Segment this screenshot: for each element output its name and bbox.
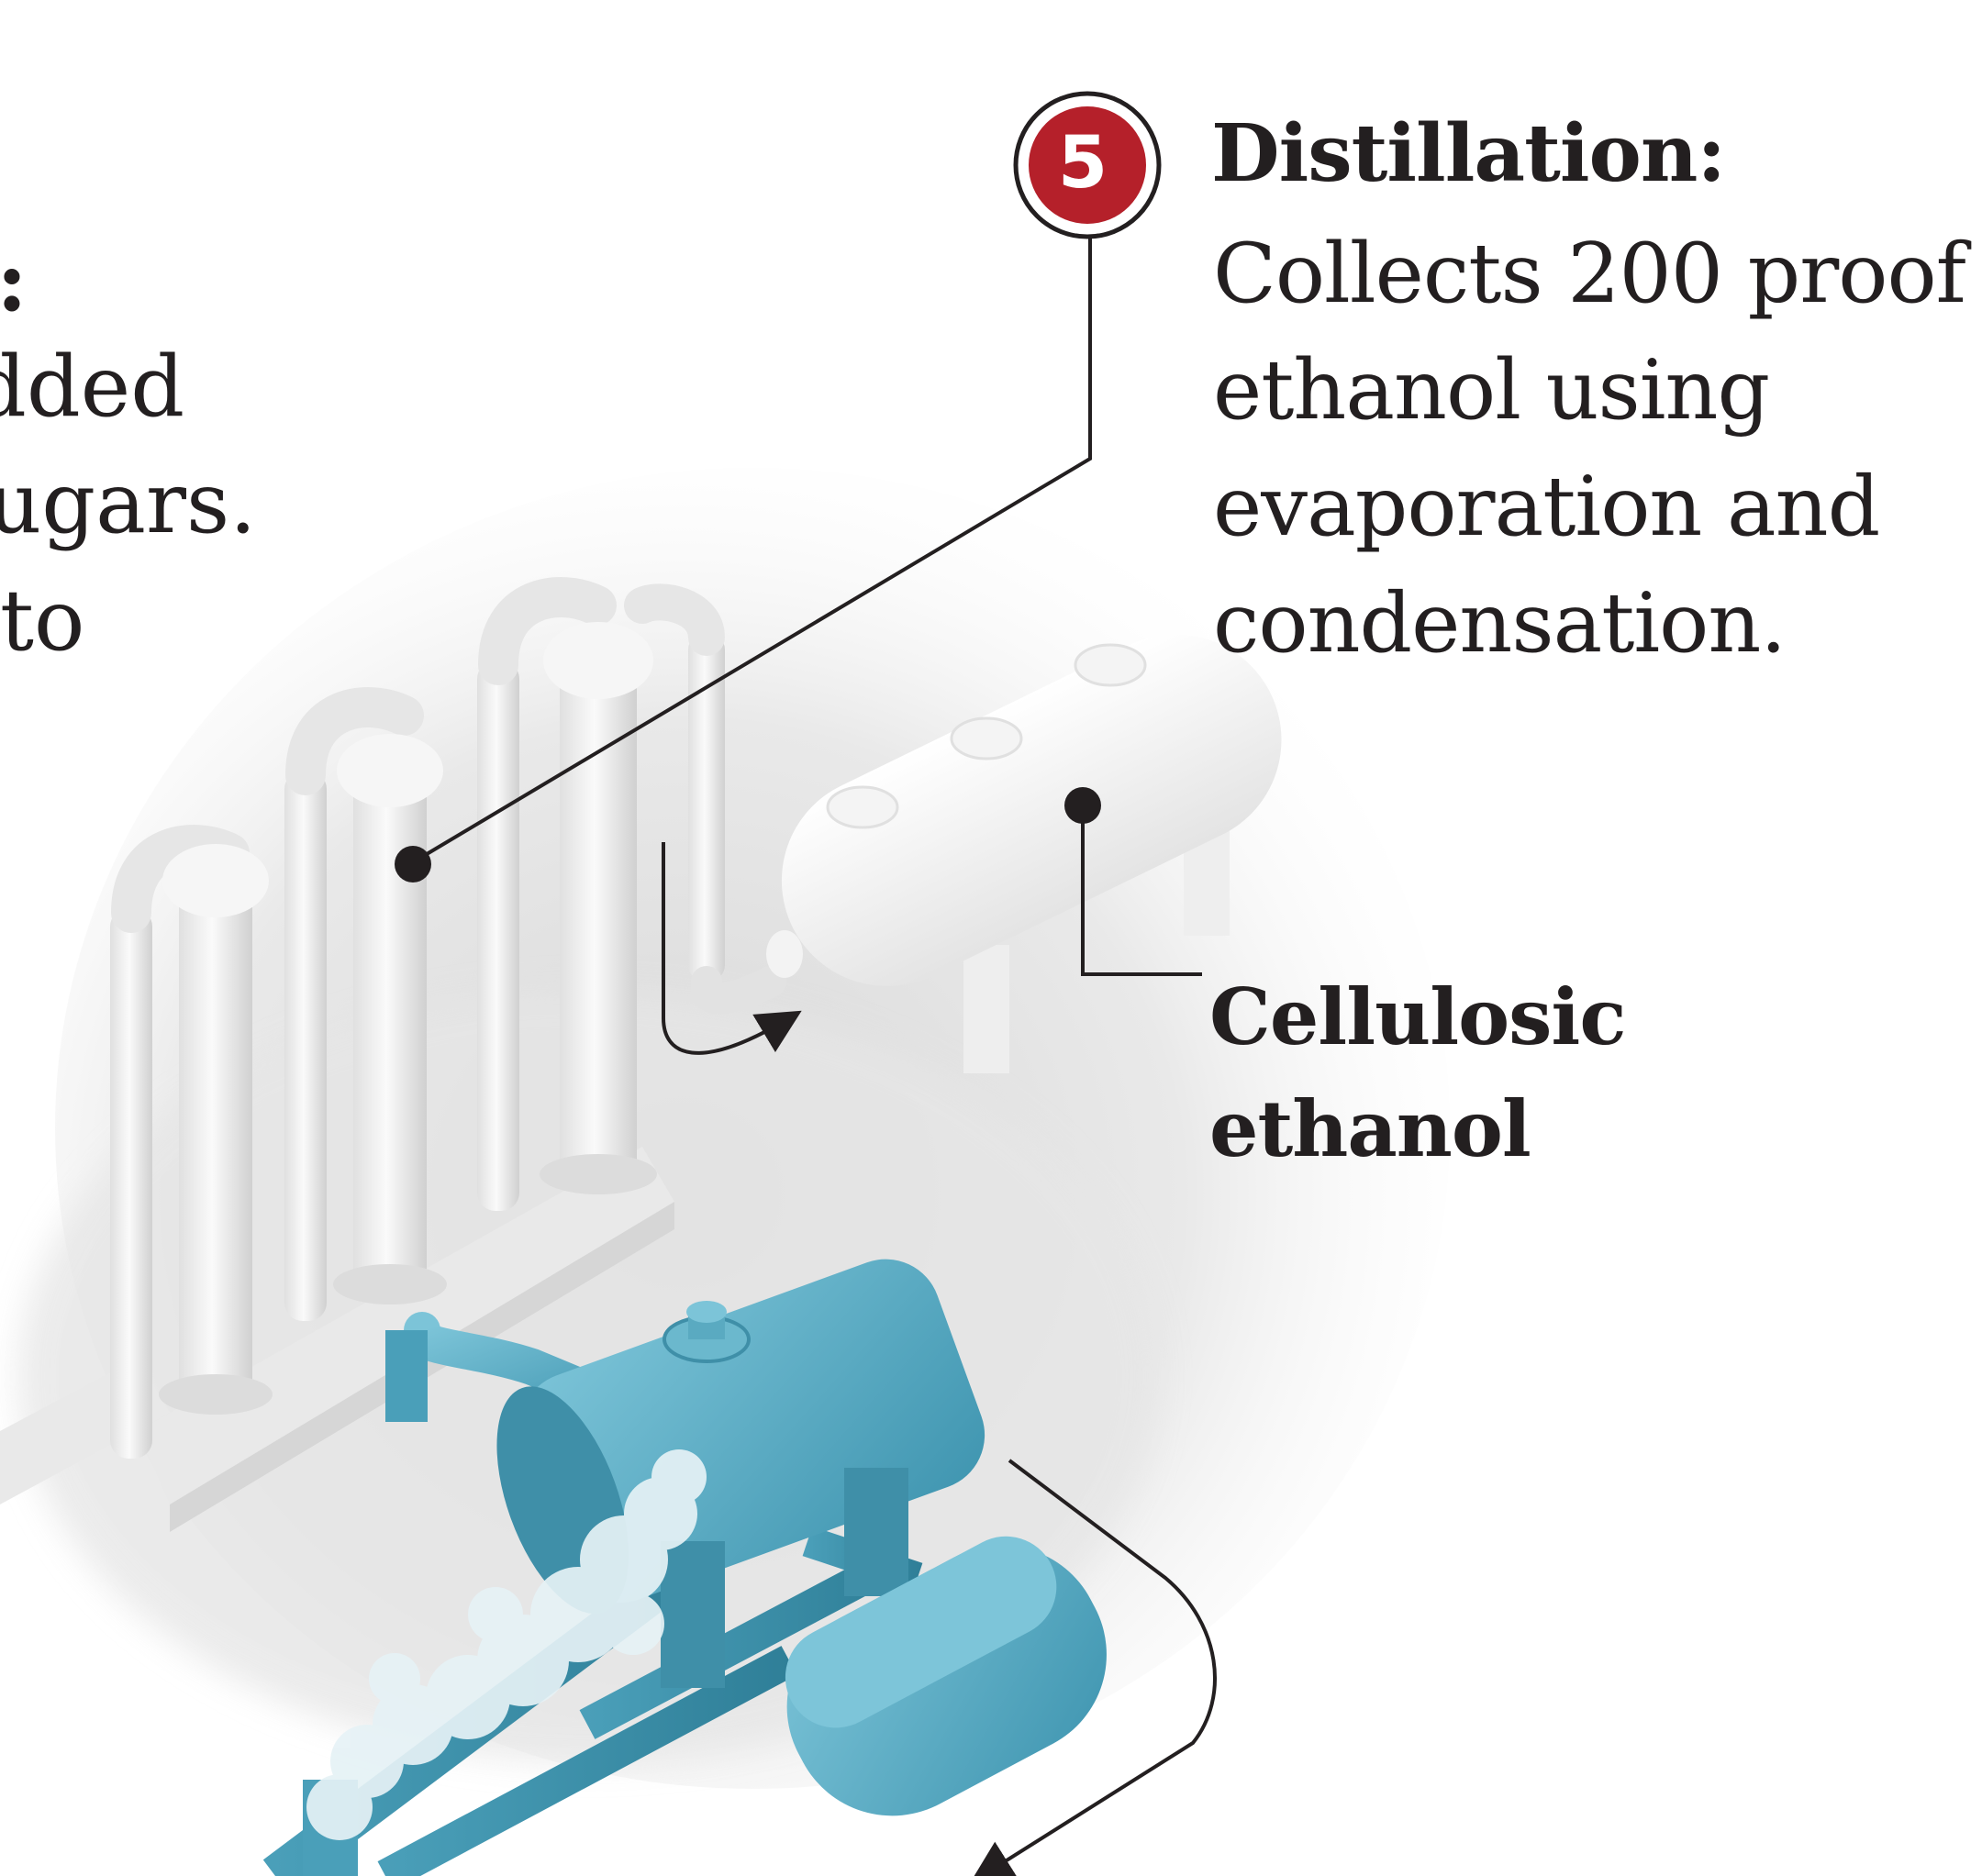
step-badge: [1013, 91, 1162, 239]
step-description-line: evaporation and: [1213, 459, 1880, 555]
step-description-line: ethanol using: [1213, 342, 1770, 438]
left-panel-line: ugars.: [0, 454, 257, 552]
flow-arrows: [662, 842, 1217, 1876]
step-description-line: Collects 200 proof: [1213, 226, 1966, 322]
leader-lines: [411, 239, 1202, 976]
product-label-line: ethanol: [1209, 1083, 1531, 1174]
callout-dot-column: [395, 846, 431, 882]
step-description-line: condensation.: [1213, 575, 1787, 672]
left-panel-line: dded: [0, 338, 185, 436]
step-number: 5: [1057, 122, 1108, 205]
flow-arrow-to-tank: [662, 842, 802, 1055]
flow-arrow-down: [969, 1459, 1217, 1876]
ethanol-storage-tank: [691, 634, 1282, 1073]
left-panel-line: to: [0, 572, 85, 670]
step-title: Distillation:: [1211, 107, 1726, 200]
left-panel-title-fragment: :: [0, 222, 28, 339]
callout-dot-tank: [1064, 787, 1101, 824]
product-label-line: Cellulosic: [1209, 971, 1626, 1062]
steam-cloud: [306, 1449, 707, 1840]
